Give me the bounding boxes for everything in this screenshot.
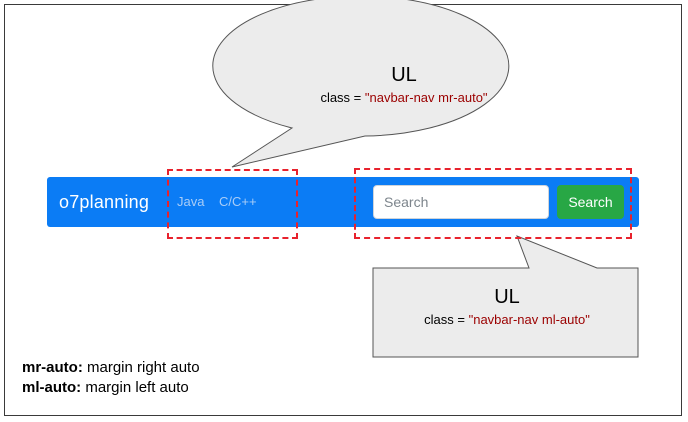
search-button[interactable]: Search bbox=[557, 185, 624, 219]
bottom-callout-class-value: "navbar-nav ml-auto" bbox=[468, 312, 590, 327]
bottom-callout-class-prefix: class = bbox=[424, 312, 469, 327]
legend-mr-auto-term: mr-auto: bbox=[22, 359, 83, 376]
navbar: o7planning Java C/C++ Search bbox=[47, 177, 639, 227]
legend-ml-auto: ml-auto: margin left auto bbox=[22, 379, 189, 396]
legend-mr-auto-desc: margin right auto bbox=[82, 359, 200, 376]
legend-mr-auto: mr-auto: margin right auto bbox=[22, 359, 200, 376]
right-ul-highlight bbox=[354, 168, 632, 239]
bottom-callout-class: class = "navbar-nav ml-auto" bbox=[393, 312, 621, 328]
navbar-brand[interactable]: o7planning bbox=[59, 192, 150, 212]
nav-link-cpp[interactable]: C/C++ bbox=[219, 194, 257, 209]
bottom-callout-title: UL bbox=[494, 286, 520, 308]
legend-ml-auto-desc: margin left auto bbox=[81, 379, 189, 396]
bottom-callout-text: UL class = "navbar-nav ml-auto" bbox=[393, 286, 621, 328]
top-callout-class-prefix: class = bbox=[320, 90, 365, 105]
left-ul-highlight bbox=[167, 169, 298, 239]
top-callout-text: UL class = "navbar-nav mr-auto" bbox=[294, 64, 514, 106]
search-input[interactable] bbox=[373, 185, 549, 219]
top-callout-class: class = "navbar-nav mr-auto" bbox=[294, 90, 514, 106]
bottom-callout-box bbox=[372, 235, 639, 358]
legend-ml-auto-term: ml-auto: bbox=[22, 379, 82, 396]
nav-link-java[interactable]: Java bbox=[177, 194, 205, 209]
top-callout-bubble bbox=[212, 0, 510, 168]
top-callout-class-value: "navbar-nav mr-auto" bbox=[364, 90, 488, 105]
top-callout-title: UL bbox=[391, 64, 417, 86]
